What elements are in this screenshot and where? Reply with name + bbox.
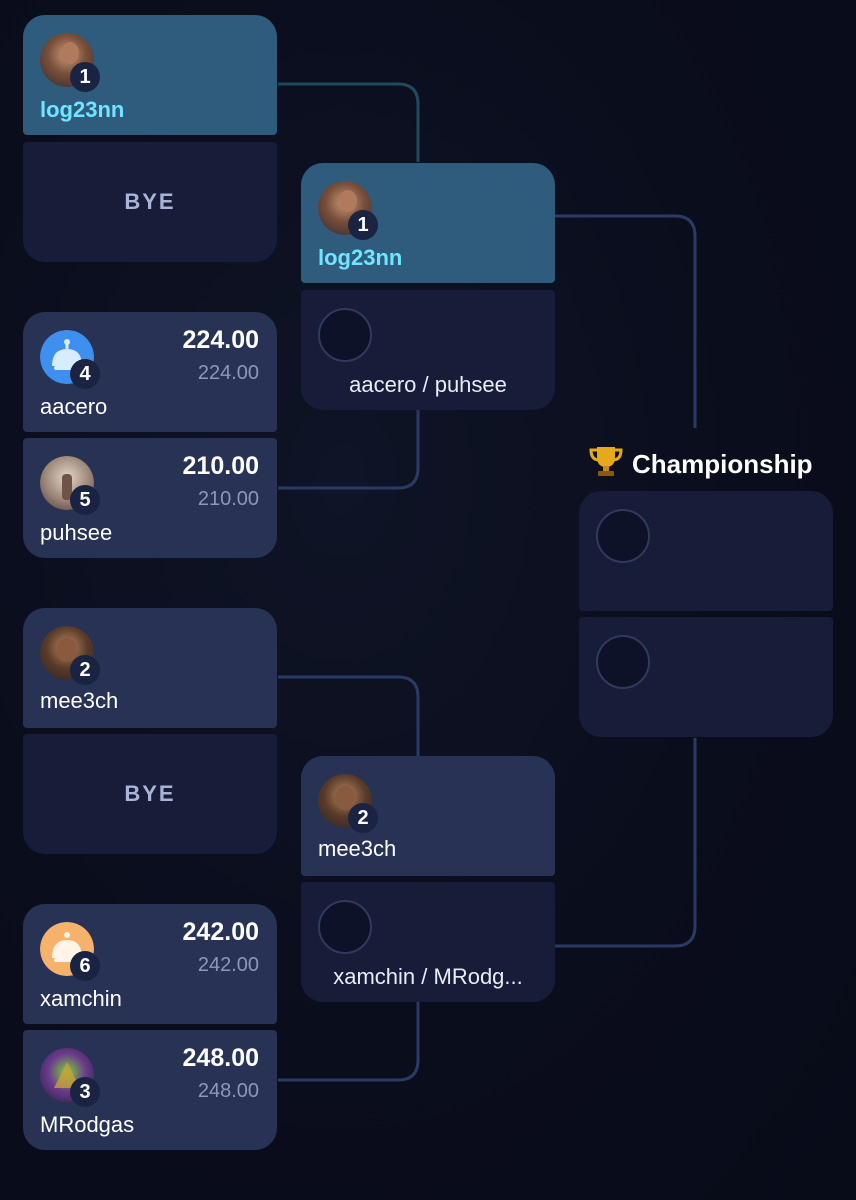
- seed-badge: 1: [70, 62, 100, 92]
- team-name: aacero: [40, 394, 108, 419]
- projected-score: 242.00: [197, 954, 259, 976]
- pending-matchup-label: aacero / puhsee: [349, 372, 507, 397]
- team-name: xamchin: [40, 986, 122, 1011]
- team-name: mee3ch: [40, 688, 119, 713]
- empty-avatar: [596, 635, 650, 689]
- seed-badge: 5: [70, 485, 100, 515]
- team-score: 248.00: [182, 1044, 259, 1072]
- matchup-slot-log23nn-r2[interactable]: 1 log23nn: [301, 163, 555, 283]
- seed-badge: 2: [70, 655, 100, 685]
- team-name: log23nn: [318, 245, 403, 270]
- championship-slot-1[interactable]: [579, 491, 833, 611]
- team-name: MRodgas: [40, 1112, 135, 1137]
- connector-r1m2: [278, 410, 420, 490]
- team-score: 210.00: [182, 452, 259, 480]
- connector-r1m3: [278, 675, 420, 756]
- projected-score: 210.00: [197, 488, 259, 510]
- matchup-slot-bye: BYE: [23, 142, 277, 262]
- seed-badge: 4: [70, 359, 100, 389]
- team-score: 224.00: [182, 326, 259, 354]
- projected-score: 248.00: [197, 1080, 259, 1102]
- matchup-slot-log23nn[interactable]: 1 log23nn: [23, 15, 277, 135]
- seed-badge: 2: [348, 803, 378, 833]
- matchup-slot-pending[interactable]: aacero / puhsee: [301, 290, 555, 410]
- matchup-slot-mrodgas[interactable]: 3 MRodgas 248.00 248.00: [23, 1030, 277, 1150]
- connector-r1m4: [278, 1002, 420, 1082]
- championship-slot-2[interactable]: [579, 617, 833, 737]
- seed-badge: 6: [70, 951, 100, 981]
- trophy-icon: [588, 444, 624, 485]
- team-name: puhsee: [40, 520, 113, 545]
- empty-avatar: [318, 308, 372, 362]
- empty-avatar: [596, 509, 650, 563]
- team-score: 242.00: [182, 918, 259, 946]
- seed-badge: 1: [348, 210, 378, 240]
- bye-label: BYE: [124, 781, 176, 806]
- matchup-slot-mee3ch[interactable]: 2 mee3ch: [23, 608, 277, 728]
- team-name: mee3ch: [318, 836, 397, 861]
- matchup-slot-pending[interactable]: xamchin / MRodg...: [301, 882, 555, 1002]
- bye-label: BYE: [124, 189, 176, 214]
- matchup-slot-bye: BYE: [23, 734, 277, 854]
- championship-heading: Championship: [588, 444, 813, 485]
- projected-score: 224.00: [197, 362, 259, 384]
- matchup-slot-mee3ch-r2[interactable]: 2 mee3ch: [301, 756, 555, 876]
- championship-title: Championship: [632, 449, 813, 479]
- matchup-slot-xamchin[interactable]: 6 xamchin 242.00 242.00: [23, 904, 277, 1024]
- empty-avatar: [318, 900, 372, 954]
- connector-r2m1: [555, 214, 697, 428]
- team-name: log23nn: [40, 97, 125, 122]
- pending-matchup-label: xamchin / MRodg...: [333, 964, 523, 989]
- connector-r1m1: [278, 82, 420, 162]
- matchup-slot-aacero[interactable]: 4 aacero 224.00 224.00: [23, 312, 277, 432]
- matchup-slot-puhsee[interactable]: 5 puhsee 210.00 210.00: [23, 438, 277, 558]
- seed-badge: 3: [70, 1077, 100, 1107]
- connector-r2m2: [555, 738, 697, 948]
